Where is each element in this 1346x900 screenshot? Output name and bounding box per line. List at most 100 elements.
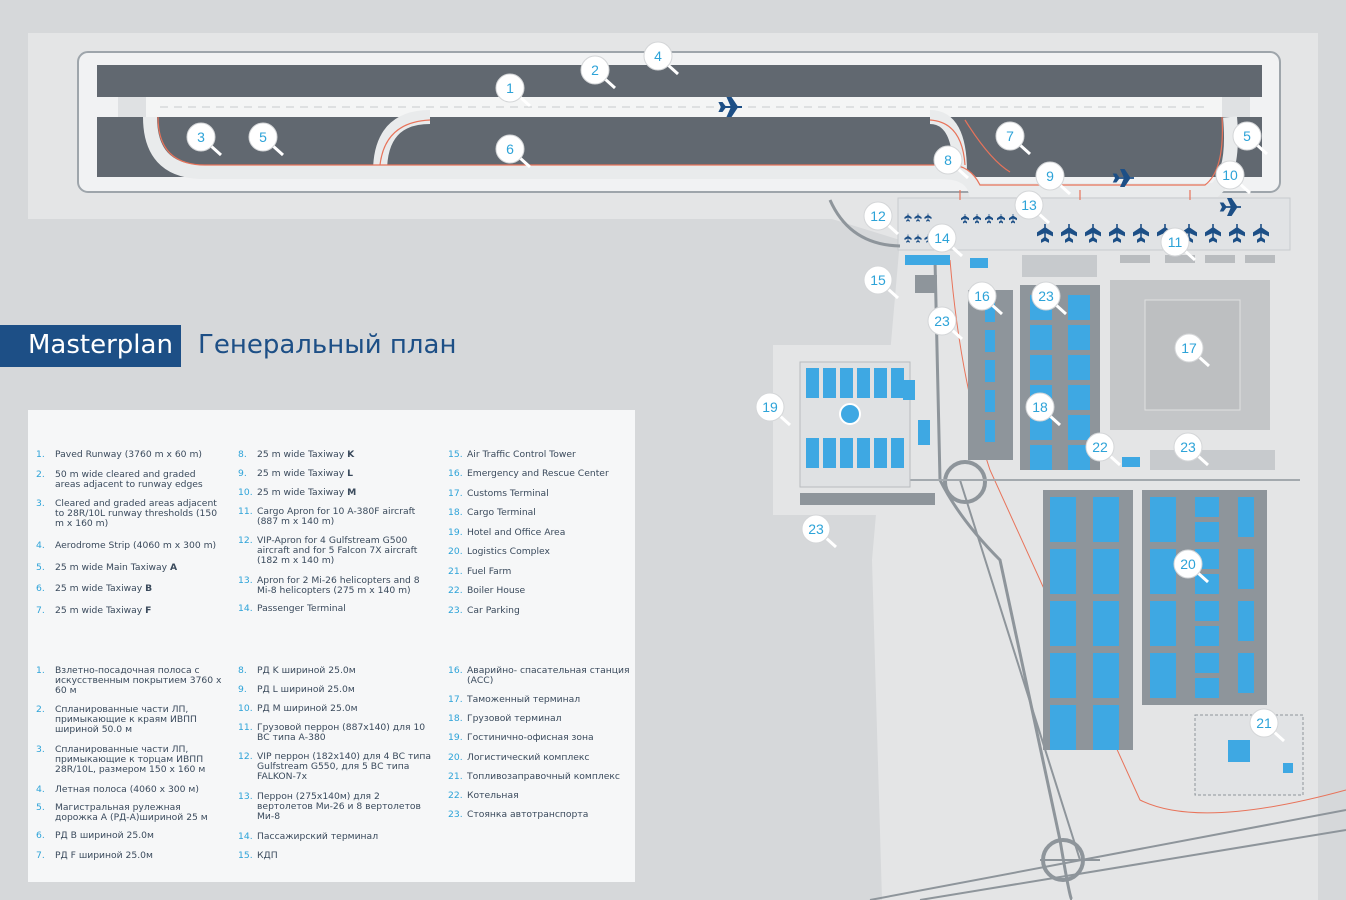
callout-circle <box>248 122 278 152</box>
parking-23-east <box>1150 450 1275 470</box>
main-road <box>959 479 1100 861</box>
legend-number: 5. <box>36 562 45 573</box>
legend-text: Hotel and Office Area <box>467 527 566 538</box>
legend-number: 23. <box>448 809 463 820</box>
building <box>1050 601 1076 646</box>
building <box>1050 653 1076 698</box>
map-callout: 23 <box>1173 432 1210 467</box>
callout-circle <box>1215 160 1245 190</box>
callout-circle <box>495 73 525 103</box>
callout-circle <box>863 265 893 295</box>
legend-text: VIP перрон (182х140) для 4 ВС типа Gulfs… <box>257 751 431 783</box>
map-callout: 12 <box>863 201 900 236</box>
building <box>806 438 819 468</box>
legend-number: 13. <box>238 575 253 586</box>
legend-number: 5. <box>36 802 45 813</box>
building <box>840 438 853 468</box>
callout-label: 11 <box>1168 234 1183 250</box>
legend-text: Гостинично-офисная зона <box>467 732 594 743</box>
building <box>1068 385 1090 410</box>
legend-number: 10. <box>238 487 253 498</box>
aircraft-icon <box>718 97 742 117</box>
buildings <box>806 255 1275 750</box>
map-callout: 7 <box>995 121 1032 156</box>
legend-text: Спланированные части ЛП, примыкающие к т… <box>55 744 206 776</box>
legend-text: Топливозаправочный комплекс <box>467 771 620 782</box>
aircraft-icon <box>1108 223 1126 243</box>
building <box>985 360 995 382</box>
legend-text: Logistics Complex <box>467 546 550 557</box>
boiler-house <box>1122 457 1140 467</box>
building <box>823 368 836 398</box>
callout-circle <box>495 134 525 164</box>
legend-text: 25 m wide Main Taxiway A <box>55 562 178 573</box>
building <box>1150 549 1176 594</box>
callout-label: 18 <box>1032 399 1048 415</box>
building <box>985 390 995 412</box>
building <box>1068 415 1090 440</box>
legend-text: РД K шириной 25.0м <box>257 665 356 676</box>
roundabout-north <box>943 460 987 504</box>
legend-number: 17. <box>448 694 463 705</box>
aircraft-icon <box>914 213 922 222</box>
legend-number: 20. <box>448 752 463 763</box>
title-russian: Генеральный план <box>198 330 457 360</box>
title-english: Masterplan <box>28 330 173 360</box>
legend-number: 12. <box>238 751 253 762</box>
building <box>823 438 836 468</box>
legend-text: 25 m wide Taxiway B <box>55 583 153 594</box>
map-callout: 18 <box>1025 392 1062 427</box>
building <box>1050 549 1076 594</box>
map-callout: 19 <box>755 392 792 427</box>
legend-number: 16. <box>448 468 463 479</box>
building <box>1238 497 1254 537</box>
legend-number: 7. <box>36 605 45 616</box>
legend-text: Cargo Terminal <box>467 507 536 518</box>
building <box>1068 295 1090 320</box>
aircraft-icon <box>1036 223 1054 243</box>
legend-text: 25 m wide Taxiway K <box>257 449 355 460</box>
legend-number: 15. <box>238 850 253 861</box>
legend-number: 6. <box>36 830 45 841</box>
aircraft-icon <box>904 234 912 243</box>
callout-circle <box>643 41 673 71</box>
legend-text: 25 m wide Taxiway F <box>55 605 152 616</box>
callout-label: 23 <box>808 521 824 537</box>
map-callout: 23 <box>801 514 838 549</box>
legend-text: РД F шириной 25.0м <box>55 850 153 861</box>
building <box>874 438 887 468</box>
legend-text: Спланированные части ЛП, примыкающие к к… <box>55 704 197 736</box>
legend-number: 21. <box>448 771 463 782</box>
legend-text: VIP-Apron for 4 Gulfstream G500 aircraft… <box>257 535 418 567</box>
legend-text: Аварийно- спасательная станция (АСС) <box>467 665 630 687</box>
legend-text: Car Parking <box>467 605 520 616</box>
legend-text: КДП <box>257 850 278 861</box>
building <box>1050 497 1076 542</box>
aircraft-icon <box>1132 223 1150 243</box>
map-callout: 9 <box>1035 161 1072 196</box>
terminal-block <box>905 255 950 265</box>
building <box>1238 653 1254 693</box>
map-callout: 23 <box>1031 281 1068 316</box>
callout-label: 2 <box>591 62 599 78</box>
title-band <box>0 325 181 367</box>
legend-text: Paved Runway (3760 m x 60 m) <box>55 449 202 460</box>
building <box>1093 601 1119 646</box>
building <box>1150 601 1176 646</box>
legend-number: 1. <box>36 665 45 676</box>
callout-circle <box>1031 281 1061 311</box>
map-callout: 4 <box>643 41 680 76</box>
map-callout: 13 <box>1014 190 1051 225</box>
legend-text: 25 m wide Taxiway M <box>257 487 357 498</box>
map-callout: 10 <box>1215 160 1252 195</box>
callout-circle <box>1173 432 1203 462</box>
building <box>985 300 995 322</box>
building <box>891 438 904 468</box>
map-callout: 16 <box>967 281 1004 316</box>
fuel-building <box>1228 740 1250 762</box>
building <box>1030 445 1052 470</box>
parking-23-north <box>1022 255 1097 277</box>
legend-text: Emergency and Rescue Center <box>467 468 609 479</box>
callout-circle <box>1174 333 1204 363</box>
callout-label: 15 <box>870 272 886 288</box>
